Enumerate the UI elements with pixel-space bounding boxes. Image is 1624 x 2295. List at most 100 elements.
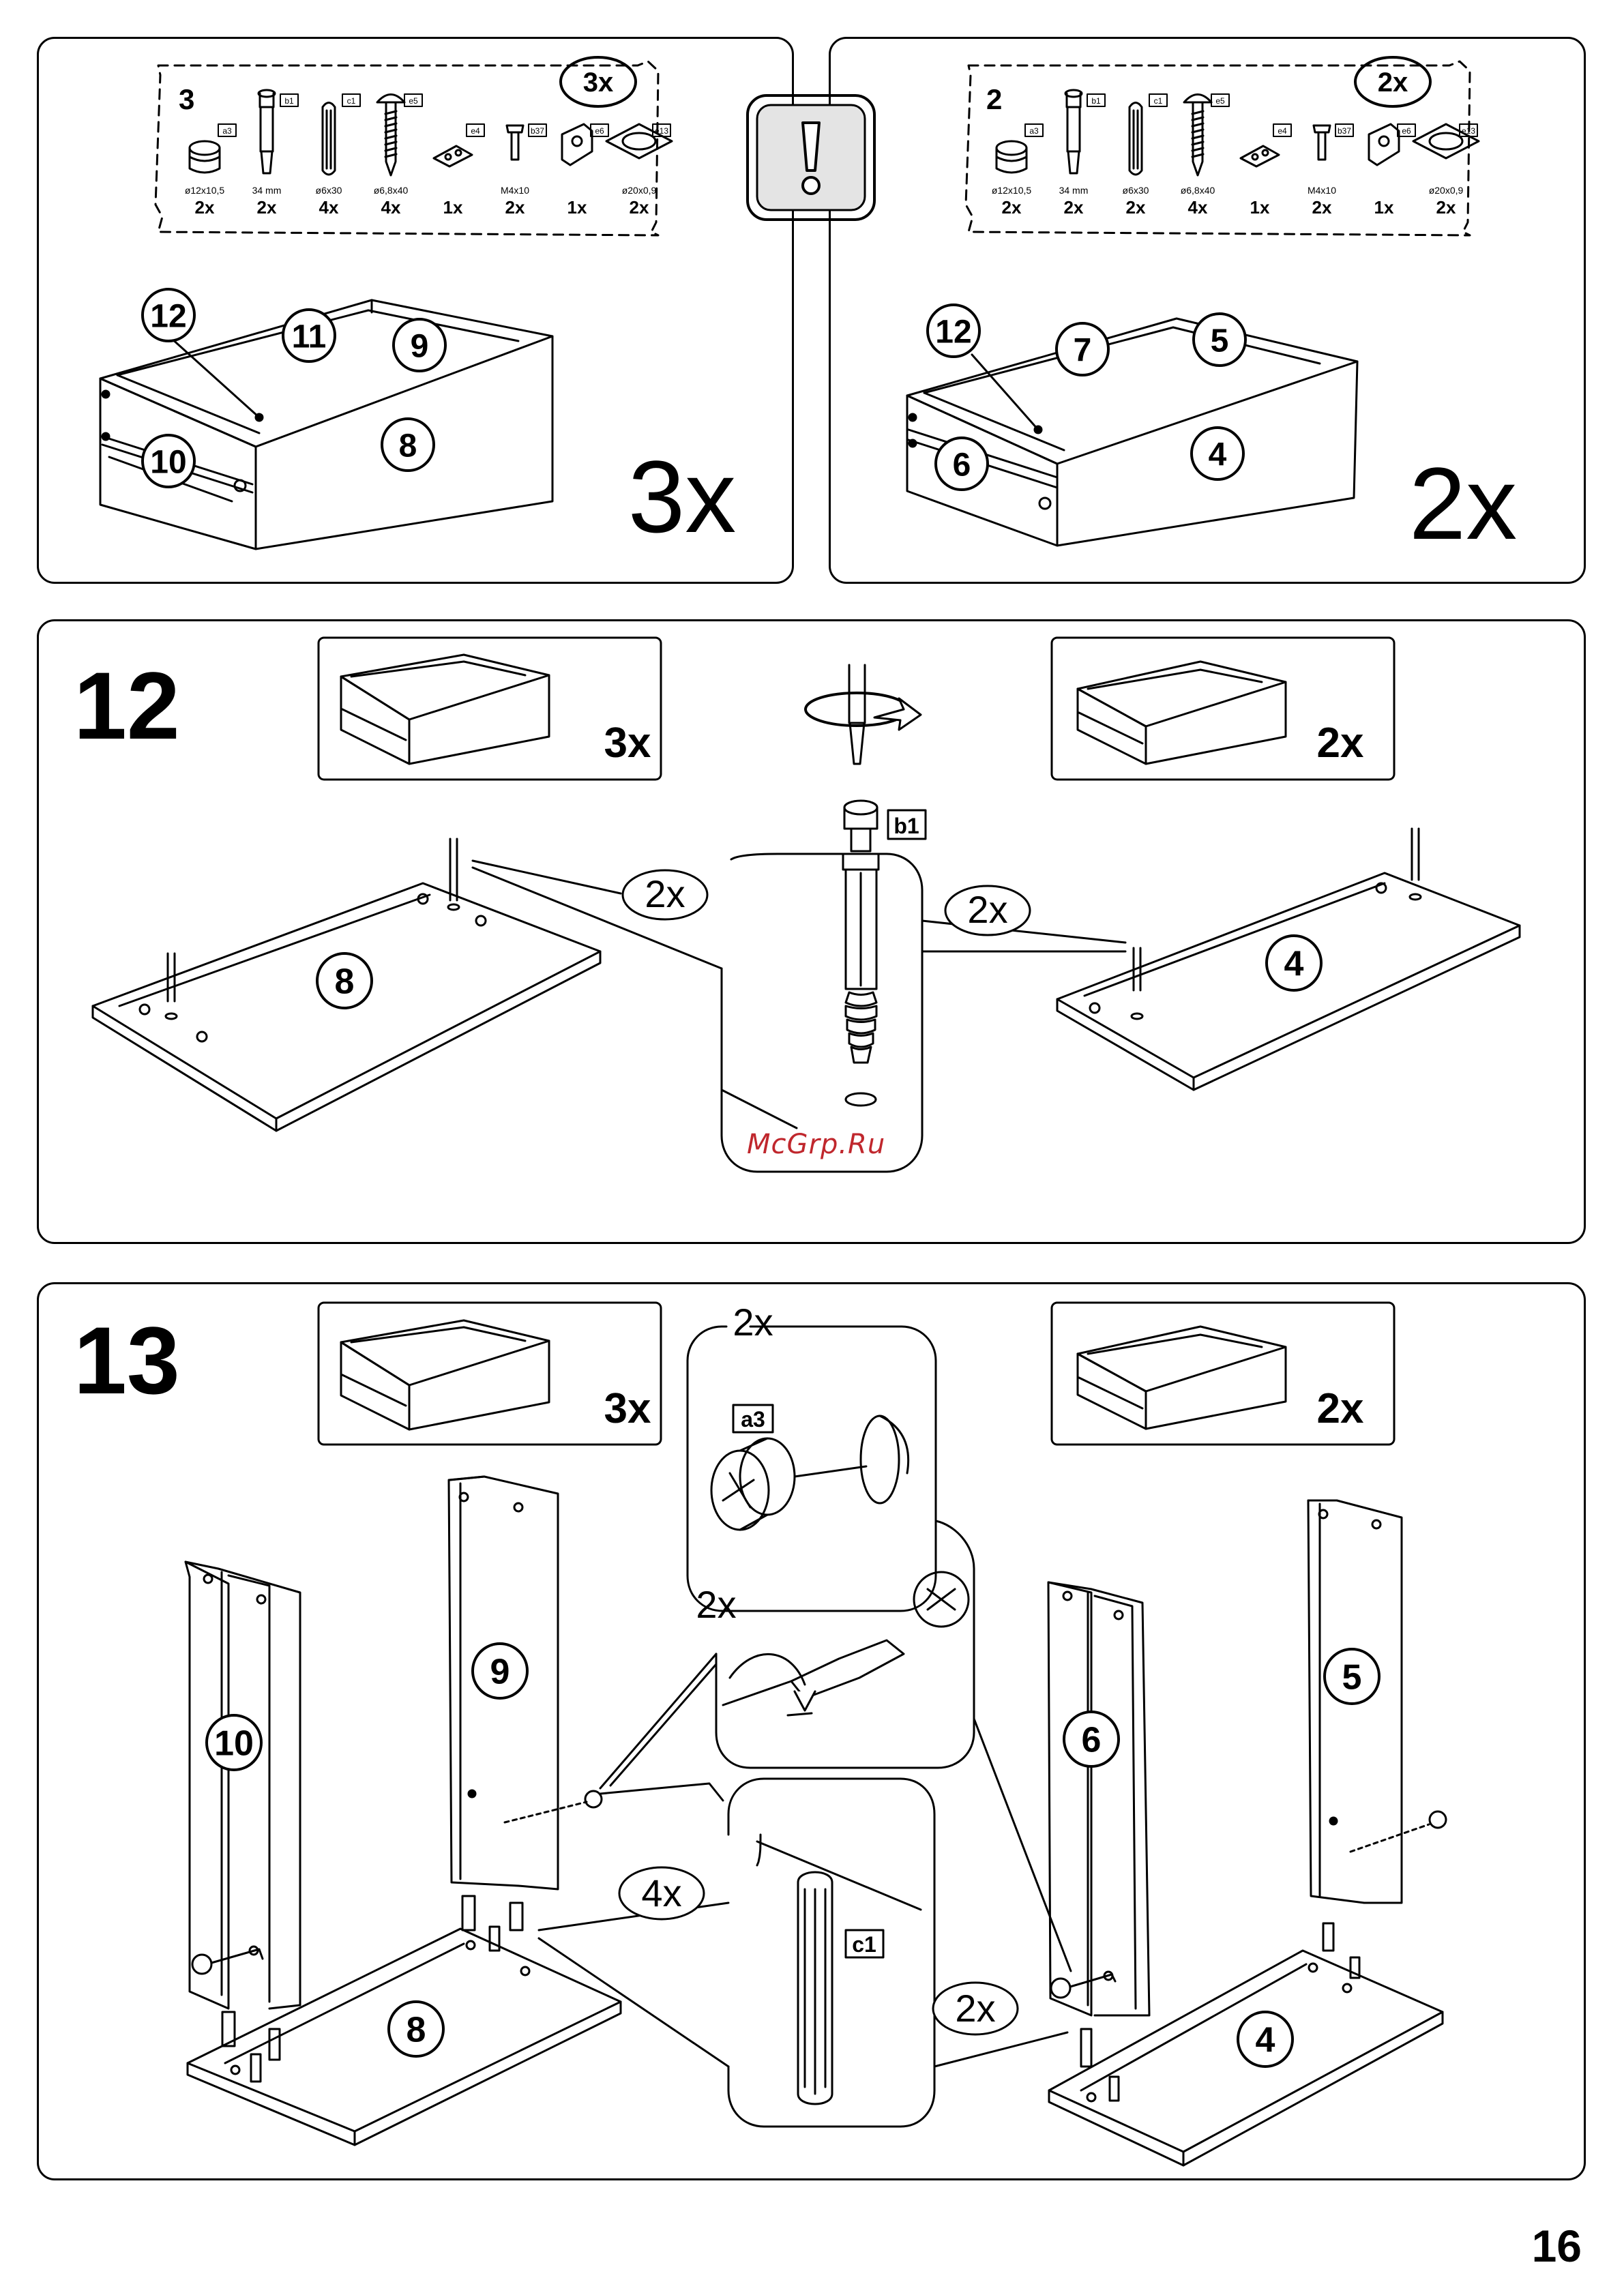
part-size: 34 mm xyxy=(252,185,282,196)
part-number: 6 xyxy=(953,447,971,483)
part-quantity: 4x xyxy=(1188,197,1208,218)
bracket-icon xyxy=(434,146,472,166)
part-code: e6 xyxy=(1402,126,1411,136)
cam-lock-icon xyxy=(996,141,1027,173)
part-number-label: 9 xyxy=(473,1644,527,1698)
part-number: 8 xyxy=(407,2011,426,2050)
part-code: e5 xyxy=(409,96,418,106)
part-number-label: 10 xyxy=(143,435,194,487)
part-number: 10 xyxy=(150,444,186,480)
bracket-icon xyxy=(1241,146,1279,166)
part-number-label: 4 xyxy=(1267,936,1321,990)
box-multiplier: 3x xyxy=(583,68,614,98)
cam-lock-detail: 2x a3 xyxy=(688,1301,936,1611)
bolt-icon xyxy=(1314,125,1330,160)
part-quantity: 2x xyxy=(257,197,277,218)
box-number: 3 xyxy=(179,83,194,115)
part-quantity: 1x xyxy=(1250,197,1270,218)
part-labels-step-13-right: 654 xyxy=(1064,1649,1379,2067)
part-number-label: 8 xyxy=(389,2002,443,2056)
part-code: b1 xyxy=(284,96,294,106)
part-quantity: 1x xyxy=(1374,197,1394,218)
hardware-part: e4 1x xyxy=(1241,124,1291,218)
part-number: 8 xyxy=(335,962,355,1002)
part-number: 5 xyxy=(1342,1658,1362,1698)
right-assembly xyxy=(1048,1500,1446,2165)
exclamation-icon xyxy=(748,95,874,220)
part-number-label: 6 xyxy=(936,438,988,490)
part-code: c1 xyxy=(347,96,356,106)
part-number-label: 8 xyxy=(317,953,372,1008)
part-quantity: 1x xyxy=(443,197,463,218)
part-code: b1 xyxy=(1091,96,1101,106)
drawer-thumbnail-2x: 2x xyxy=(1052,638,1394,780)
part-size: ø20x0,9 xyxy=(1429,185,1464,196)
part-number-label: 10 xyxy=(207,1715,261,1770)
part-number: 6 xyxy=(1082,1721,1102,1760)
part-quantity: 2x xyxy=(1312,197,1332,218)
part-quantity: 2x xyxy=(1002,197,1022,218)
part-code: c1 xyxy=(1154,96,1163,106)
callout-quantity: 4x xyxy=(641,1871,681,1914)
part-code: e4 xyxy=(1278,126,1287,136)
fitting-code: b1 xyxy=(894,814,919,838)
part-quantity: 2x xyxy=(195,197,215,218)
part-size: ø6,8x40 xyxy=(1181,185,1215,196)
part-size: ø6x30 xyxy=(316,185,342,196)
part-quantity: 2x xyxy=(1126,197,1146,218)
drawer-multiplier: 2x xyxy=(1409,446,1517,561)
part-code: b37 xyxy=(531,126,544,136)
quantity-label: 3x xyxy=(604,720,651,767)
part-number-label: 4 xyxy=(1192,428,1243,479)
part-number-label: 12 xyxy=(928,305,979,357)
part-number: 12 xyxy=(935,314,971,350)
part-code: e13 xyxy=(655,126,668,136)
box-number: 2 xyxy=(986,83,1002,115)
part-labels-box-2: 127564 xyxy=(928,305,1245,490)
box-multiplier: 2x xyxy=(1378,68,1408,98)
quantity-label: 2x xyxy=(1317,720,1364,767)
quantity-label: 2x xyxy=(1317,1385,1364,1432)
part-code: e5 xyxy=(1215,96,1225,106)
part-size: ø6,8x40 xyxy=(374,185,409,196)
part-number: 9 xyxy=(490,1653,510,1692)
hardware-box-2: 2 2x xyxy=(966,57,1470,235)
part-size: ø12x10,5 xyxy=(992,185,1032,196)
part-number-label: 5 xyxy=(1325,1649,1379,1704)
part-quantity: 2x xyxy=(1436,197,1456,218)
part-quantity: 2x xyxy=(1064,197,1084,218)
dowel-detail: c1 xyxy=(728,1779,934,2127)
drawer-illustration-2x xyxy=(907,319,1357,546)
callout-line xyxy=(539,1783,728,2067)
drawer-thumbnail-3x: 3x xyxy=(319,1303,661,1445)
part-number-label: 7 xyxy=(1057,323,1108,375)
cam-lock-icon xyxy=(190,141,220,173)
part-quantity: 1x xyxy=(567,197,587,218)
hardware-part: b37M4x102x xyxy=(501,124,546,218)
cam-bolt-detail: b1 xyxy=(722,801,926,1172)
part-number: 8 xyxy=(399,428,417,464)
part-number: 4 xyxy=(1284,945,1304,984)
part-size: M4x10 xyxy=(1308,185,1336,196)
hardware-part: e6 1x xyxy=(1369,124,1415,218)
part-number-label: 11 xyxy=(283,310,335,361)
part-labels-step-13-left: 10 9 8 xyxy=(207,1644,527,2056)
fitting-code: a3 xyxy=(741,1407,765,1432)
callout-quantity: 2x xyxy=(696,1583,736,1626)
hardware-part: b134 mm2x xyxy=(1059,90,1105,218)
parts-row-box-3: a3ø12x10,52xb134 mm2xc1ø6x304xe5ø6,8x404… xyxy=(185,90,672,218)
part-quantity: 2x xyxy=(505,197,525,218)
screw-icon xyxy=(377,95,404,176)
part-size: ø12x10,5 xyxy=(185,185,225,196)
cam-bolt-icon xyxy=(1065,90,1082,173)
cam-bolt-icon xyxy=(259,90,275,173)
drawer-thumbnail-2x: 2x xyxy=(1052,1303,1394,1445)
corner-fitting-icon xyxy=(1369,124,1399,165)
